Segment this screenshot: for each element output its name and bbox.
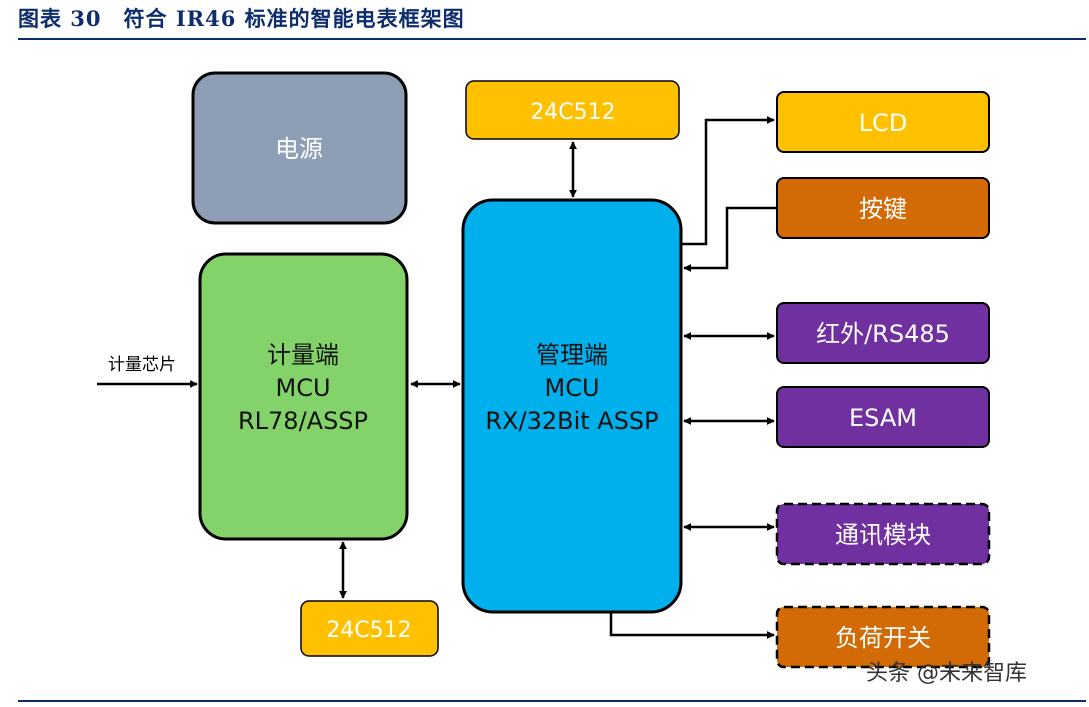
- metering-mcu-line3: RL78/ASSP: [238, 407, 368, 435]
- management-mcu-line1: 管理端: [536, 341, 608, 369]
- eeprom-top-label: 24C512: [530, 100, 615, 125]
- load-switch-label: 负荷开关: [835, 624, 931, 652]
- figure-title: 图表 30 符合 IR46 标准的智能电表框架图: [18, 6, 465, 31]
- comm-module-label: 通讯模块: [835, 521, 931, 549]
- load-switch-node: 负荷开关: [775, 605, 991, 669]
- eeprom-top-node: 24C512: [465, 80, 680, 140]
- metering-mcu-node: 计量端 MCU RL78/ASSP: [198, 252, 409, 541]
- load-switch-arrow: [609, 612, 775, 639]
- metering-mcu-line2: MCU: [275, 374, 330, 402]
- metering-mcu-line1: 计量端: [267, 341, 339, 369]
- lcd-label: LCD: [859, 109, 908, 137]
- management-mcu-line2: MCU: [544, 374, 599, 402]
- management-mcu-node: 管理端 MCU RX/32Bit ASSP: [461, 198, 683, 614]
- infrared-label: 红外/RS485: [816, 320, 950, 348]
- power-label: 电源: [275, 135, 323, 163]
- esam-label: ESAM: [849, 404, 917, 432]
- bottom-divider: [18, 700, 1086, 702]
- lcd-node: LCD: [776, 91, 990, 153]
- eeprom-bottom-label: 24C512: [326, 618, 411, 643]
- infrared-node: 红外/RS485: [776, 302, 990, 364]
- power-node: 电源: [191, 71, 408, 225]
- keys-label: 按键: [859, 195, 907, 223]
- watermark: 头条 @未来智库: [866, 661, 1027, 686]
- keys-node: 按键: [776, 177, 990, 239]
- management-mcu-line3: RX/32Bit ASSP: [485, 407, 658, 435]
- esam-node: ESAM: [776, 386, 990, 448]
- comm-module-node: 通讯模块: [775, 502, 991, 566]
- metering-chip-label: 计量芯片: [108, 355, 176, 375]
- eeprom-bottom-node: 24C512: [300, 600, 439, 657]
- lcd-arrow: [681, 116, 775, 246]
- keys-arrow: [683, 206, 777, 272]
- top-divider: [18, 38, 1086, 40]
